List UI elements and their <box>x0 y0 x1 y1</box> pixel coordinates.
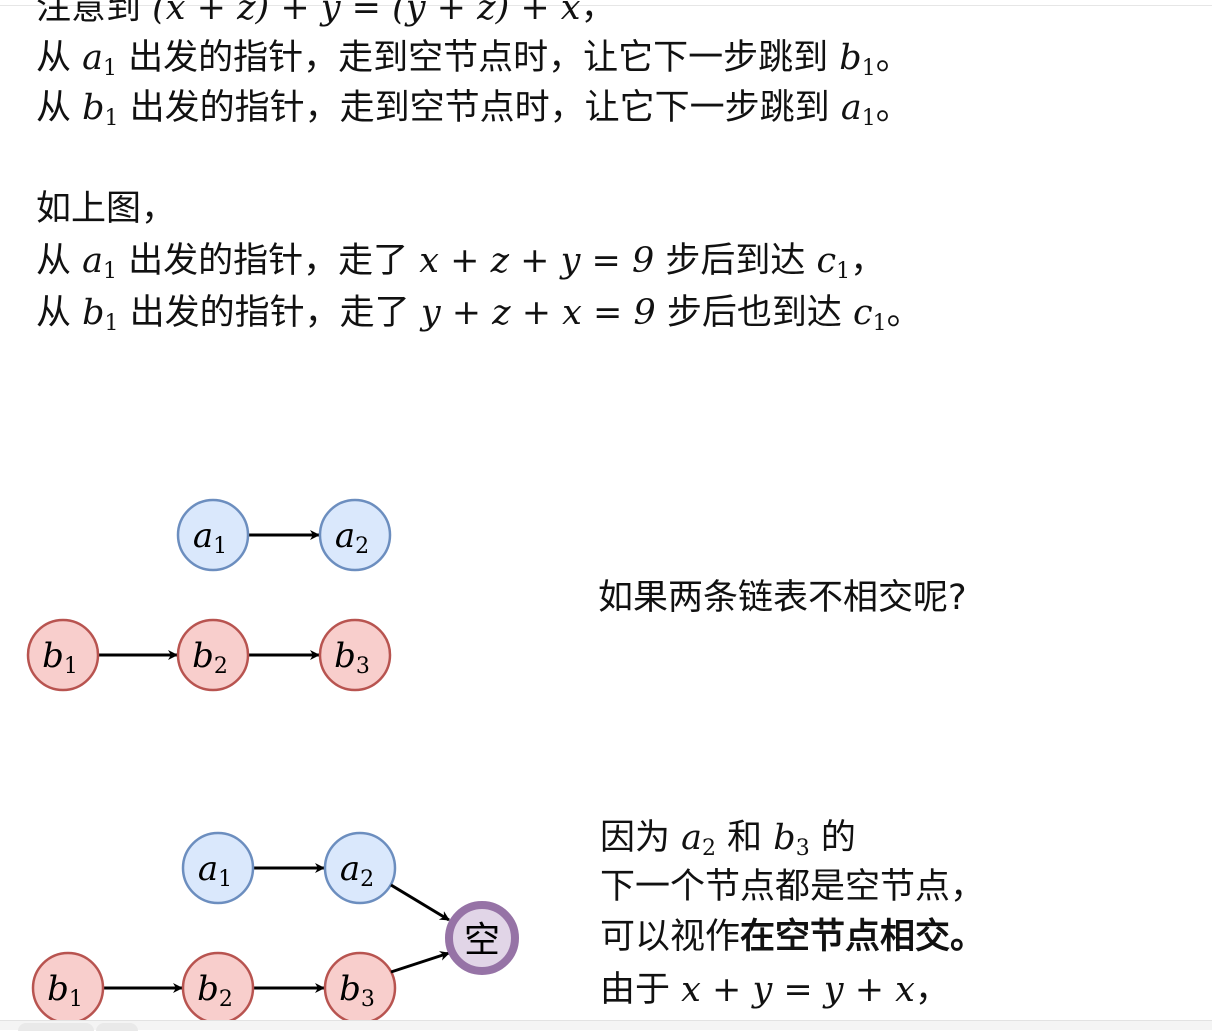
node-b-label: b1 <box>47 969 83 1012</box>
null-node-label: 空 <box>464 920 500 961</box>
text-line: 从 b1 出发的指针，走了 y + z + x = 9 步后也到达 c1。 <box>36 293 922 336</box>
diagram2-caption-line: 因为 a2 和 b3 的 <box>600 818 856 861</box>
bottom-tab[interactable] <box>18 1023 94 1031</box>
node-a <box>318 498 392 572</box>
text-line: 如上图， <box>36 189 177 229</box>
node-a-label: a2 <box>340 849 374 892</box>
node-a <box>176 498 250 572</box>
bottom-bar <box>0 1020 1212 1030</box>
diagram2-caption-line: 可以视作在空节点相交。 <box>600 917 986 957</box>
diagram2-caption-line: 下一个节点都是空节点， <box>600 867 986 907</box>
null-node <box>445 901 519 975</box>
node-a <box>323 831 397 905</box>
text-line: 从 a1 出发的指针，走到空节点时，让它下一步跳到 b1。 <box>36 38 911 81</box>
node-b-label: b1 <box>42 636 78 679</box>
text-line: 从 b1 出发的指针，走到空节点时，让它下一步跳到 a1。 <box>36 88 911 131</box>
node-b <box>26 618 100 692</box>
text-line: 注意到 (x + z) + y = (y + z) + x， <box>36 0 616 28</box>
node-b <box>176 618 250 692</box>
top-divider <box>0 5 1212 6</box>
diagram2-caption-line: 由于 x + y = y + x， <box>600 970 950 1010</box>
node-b <box>318 618 392 692</box>
arrow <box>390 883 450 922</box>
text-line: 从 a1 出发的指针，走了 x + z + y = 9 步后到达 c1， <box>36 241 886 284</box>
diagram1-caption: 如果两条链表不相交呢? <box>598 578 967 618</box>
node-a <box>181 831 255 905</box>
arrow <box>390 951 450 974</box>
bottom-tab[interactable] <box>96 1023 138 1031</box>
